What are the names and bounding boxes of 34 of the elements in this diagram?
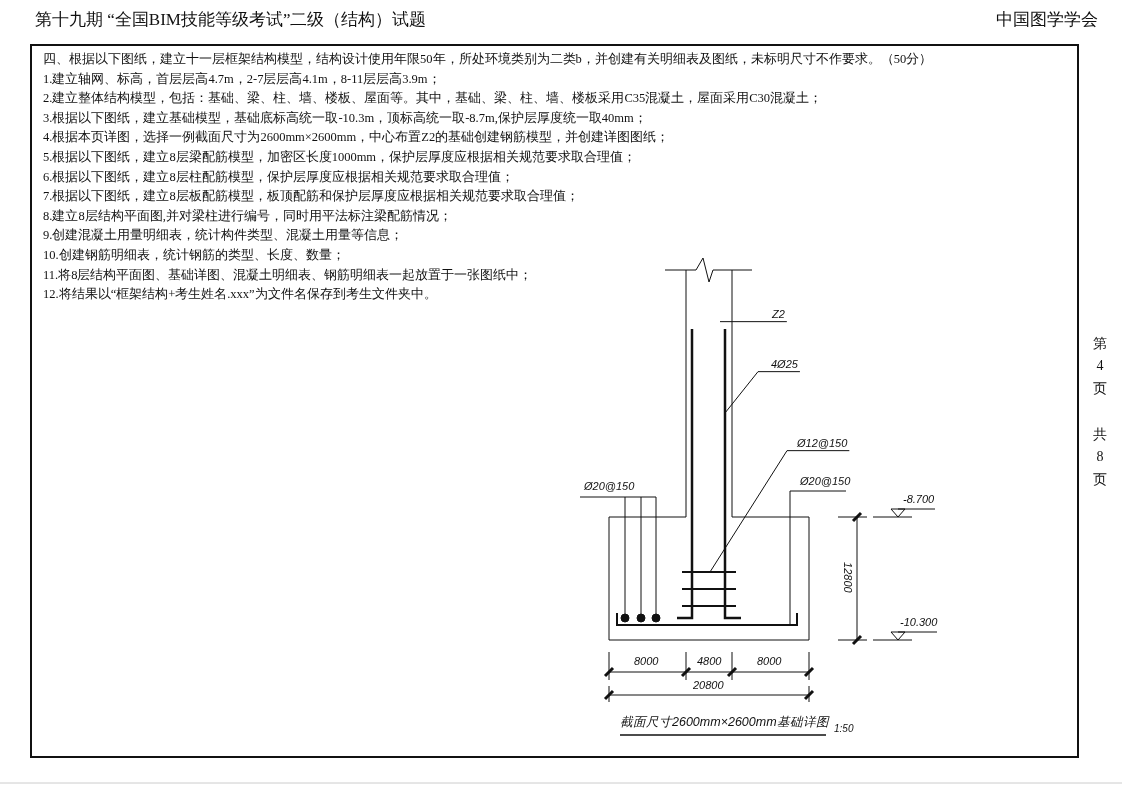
header-text: 中国图学学会 <box>996 10 1098 30</box>
dimension-label: 12800 <box>841 562 854 593</box>
question-text: 4.根据本页详图，选择一例截面尺寸为2600mm×2600mm，中心布置Z2的基础创建钢筋模型，并创建详图图纸； <box>43 130 670 145</box>
question-text: 3.根据以下图纸，建立基础模型，基础底标高统一取-10.3m，顶标高统一取-8.7m,保护层厚度统一取40mm； <box>43 110 647 126</box>
dimension-label: 8000 <box>757 655 782 668</box>
rebar-label: Ø20@150 <box>800 475 851 488</box>
drawing-title: 截面尺寸2600mm×2600mm基础详图 <box>620 715 829 730</box>
question-text: 6.根据以下图纸，建立8层柱配筋模型，保护层厚度应根据相关规范要求取合理值； <box>43 169 514 184</box>
page-number: 共8页 <box>1093 426 1107 489</box>
question-text: 7.根据以下图纸，建立8层板配筋模型，板顶配筋和保护层厚度应根据相关规范要求取合理值； <box>43 189 579 204</box>
leader-line <box>719 321 788 323</box>
dimension-label: 4800 <box>697 655 722 668</box>
rebar-label: 4Ø25 <box>771 358 798 371</box>
question-text: 12.将结果以“框架结构+考生姓名.xxx”为文件名保存到考生文件夹中。 <box>43 287 437 302</box>
page-number: 第4页 <box>1093 335 1107 398</box>
dimension-label: 8000 <box>634 655 659 668</box>
rebar-label: Z2 <box>772 308 785 321</box>
question-text: 四、根据以下图纸，建立十一层框架结构模型，结构设计使用年限50年，所处环境类别为二类b，并创建有关明细表及图纸，未标明尺寸不作要求。（50分） <box>43 52 933 67</box>
scale-label: 1:50 <box>834 723 854 735</box>
question-text: 1.建立轴网、标高，首层层高4.7m，2-7层层高4.1m，8-11层层高3.9m； <box>43 71 441 86</box>
leader-line <box>709 450 850 573</box>
rebar-label: Ø20@150 <box>584 480 635 493</box>
dimension-label: 20800 <box>693 679 724 692</box>
question-text: 8.建立8层结构平面图,并对梁柱进行编号，同时用平法标注梁配筋情况； <box>43 208 452 224</box>
rebar-label: Ø12@150 <box>797 437 848 450</box>
elevation-label: -8.700 <box>903 493 935 506</box>
question-text: 5.根据以下图纸，建立8层梁配筋模型，加密区长度1000mm，保护层厚度应根据相关规范要求取合理值； <box>43 150 637 165</box>
question-text: 2.建立整体结构模型，包括：基础、梁、柱、墙、楼板、屋面等。其中，基础、梁、柱、墙、楼板采用C35混凝土，屋面采用C30混凝土； <box>43 91 823 106</box>
page-title: 第十九期 “全国BIM技能等级考试”二级（结构）试题 <box>35 10 427 30</box>
elevation-label: -10.300 <box>900 616 938 629</box>
question-text: 9.创建混凝土用量明细表，统计构件类型、混凝土用量等信息； <box>43 228 404 243</box>
question-text: 11.将8层结构平面图、基础详图、混凝土明细表、钢筋明细表一起放置于一张图纸中； <box>43 267 533 282</box>
leader-line <box>724 371 801 414</box>
question-text: 10.创建钢筋明细表，统计钢筋的类型、长度、数量； <box>43 248 345 263</box>
